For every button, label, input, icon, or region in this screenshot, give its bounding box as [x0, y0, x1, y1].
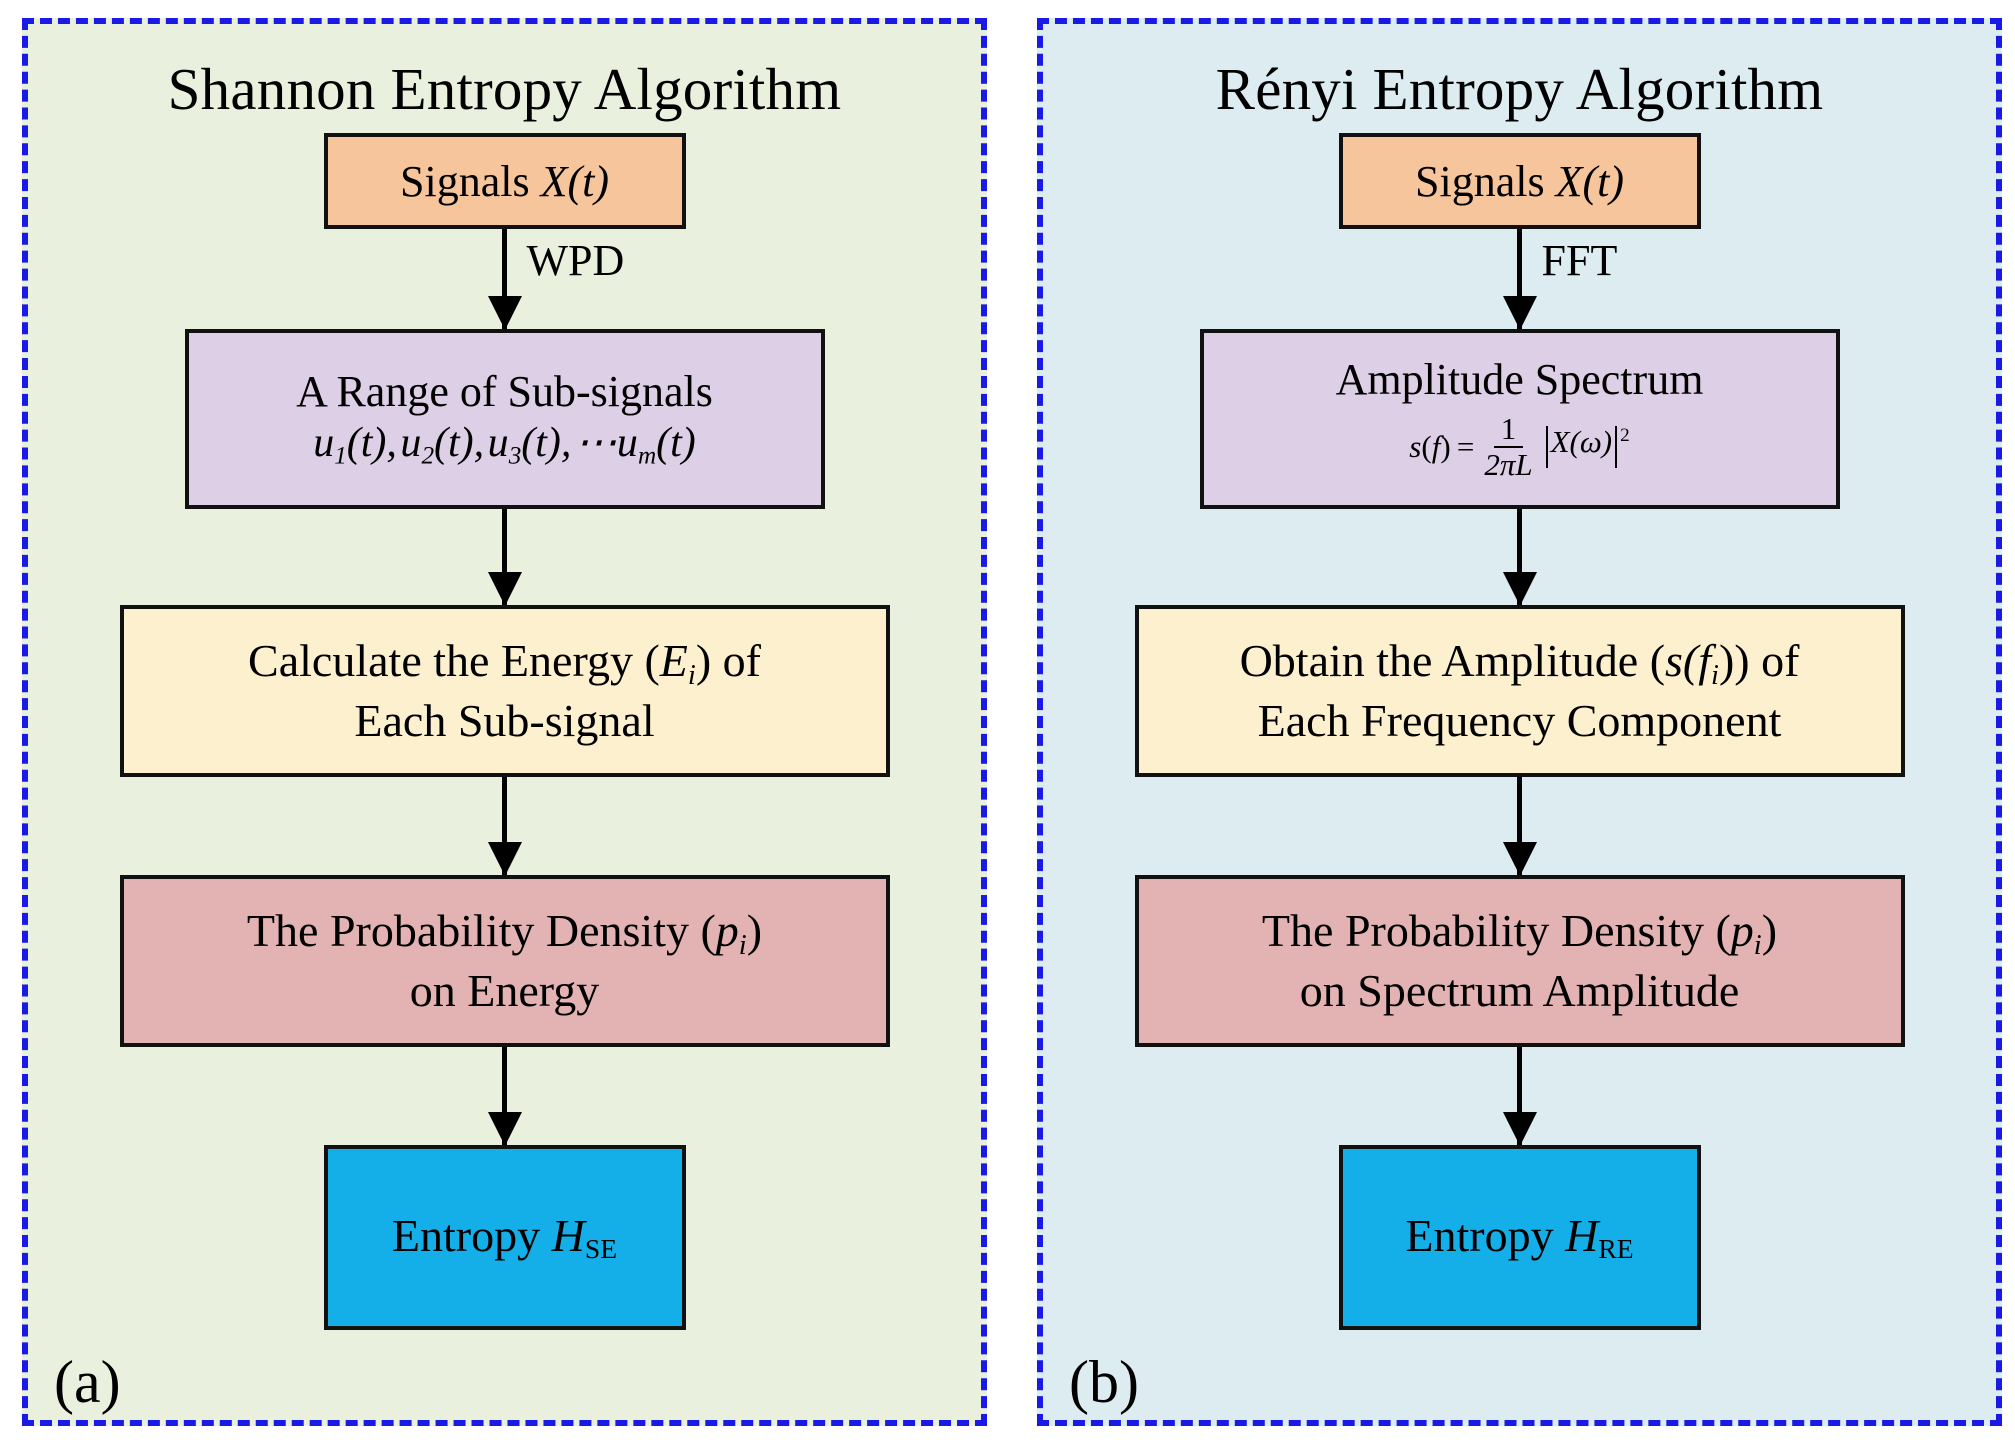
node-signals-shannon: Signals X(t) — [323, 133, 686, 229]
arrow-amplitude-to-probability — [1043, 777, 1996, 876]
edge-label-fft: FFT — [1541, 236, 1618, 285]
arrow-stem — [1517, 777, 1522, 875]
node-probability-density-energy: The Probability Density (pi) on Energy — [119, 875, 890, 1047]
panel-title-renyi: Rényi Entropy Algorithm — [1215, 56, 1824, 122]
arrow-energy-to-probability — [28, 777, 981, 876]
node-entropy-shannon: Entropy HSE — [323, 1145, 686, 1330]
arrow-signals-to-subsignals: WPD — [28, 229, 981, 330]
node-obtain-amplitude: Obtain the Amplitude (s(fi)) of Each Fre… — [1134, 605, 1905, 777]
arrow-head-icon — [1502, 1112, 1537, 1146]
node-calculate-energy-line1: Calculate the Energy (Ei) of — [248, 634, 761, 691]
arrow-stem — [502, 509, 507, 605]
abs-bar-left — [1545, 426, 1548, 469]
node-probability-density-energy-line2: on Energy — [409, 965, 600, 1017]
formula-lhs: s — [1409, 428, 1422, 464]
arrow-head-icon — [1502, 842, 1537, 876]
node-probability-density-energy-line1: The Probability Density (pi) — [246, 904, 763, 961]
flow-renyi: Signals X(t) FFT Amplitude Spectrum s(f)… — [1043, 133, 1996, 1330]
arrow-head-icon — [1502, 572, 1537, 606]
formula-fraction: 1 2πL — [1477, 413, 1539, 481]
flow-shannon: Signals X(t) WPD A Range of Sub-signals … — [28, 133, 981, 1330]
arrow-stem — [502, 777, 507, 875]
node-entropy-renyi: Entropy HRE — [1338, 1145, 1701, 1330]
arrow-stem — [502, 1047, 507, 1145]
arrow-head-icon — [487, 572, 522, 606]
formula-denominator: 2πL — [1484, 447, 1533, 483]
formula-operand: X(ω) — [1550, 424, 1613, 460]
arrow-stem — [502, 229, 507, 329]
node-obtain-amplitude-line2: Each Frequency Component — [1257, 695, 1782, 747]
panel-title-shannon: Shannon Entropy Algorithm — [167, 56, 842, 122]
node-amplitude-spectrum-formula: s(f) = 1 2πL X(ω)2 — [1409, 411, 1630, 483]
node-signals-shannon-label: Signals X(t) — [400, 156, 609, 206]
node-calculate-energy-line2: Each Sub-signal — [354, 695, 655, 747]
node-probability-density-spectrum-line2: on Spectrum Amplitude — [1299, 965, 1740, 1017]
formula-abs-value: X(ω) 2 — [1543, 424, 1630, 469]
node-probability-density-spectrum-line1: The Probability Density (pi) — [1261, 904, 1778, 961]
node-calculate-energy: Calculate the Energy (Ei) of Each Sub-si… — [119, 605, 890, 777]
arrow-head-icon — [487, 1112, 522, 1146]
node-obtain-amplitude-line1: Obtain the Amplitude (s(fi)) of — [1239, 634, 1800, 691]
panel-shannon-entropy: Shannon Entropy Algorithm Signals X(t) W… — [22, 18, 987, 1426]
edge-label-wpd: WPD — [526, 236, 625, 285]
node-sub-signals: A Range of Sub-signals u1(t), u2(t), u3(… — [184, 329, 825, 509]
node-entropy-shannon-label: Entropy HSE — [391, 1210, 618, 1265]
formula-numerator: 1 — [1493, 413, 1524, 449]
arrow-stem — [1517, 229, 1522, 329]
arrow-probability-to-entropy — [28, 1047, 981, 1146]
node-entropy-renyi-label: Entropy HRE — [1405, 1210, 1634, 1265]
arrow-subsignals-to-energy — [28, 509, 981, 606]
node-signals-renyi: Signals X(t) — [1338, 133, 1701, 229]
formula-exponent: 2 — [1620, 425, 1630, 447]
panel-renyi-entropy: Rényi Entropy Algorithm Signals X(t) FFT… — [1037, 18, 2002, 1426]
panel-tag-a: (a) — [54, 1349, 121, 1415]
node-amplitude-spectrum-line1: Amplitude Spectrum — [1335, 354, 1704, 404]
node-probability-density-spectrum: The Probability Density (pi) on Spectrum… — [1134, 875, 1905, 1047]
arrow-stem — [1517, 509, 1522, 605]
arrow-signals-to-spectrum: FFT — [1043, 229, 1996, 330]
node-signals-renyi-label: Signals X(t) — [1415, 156, 1624, 206]
arrow-head-icon — [487, 296, 522, 330]
node-sub-signals-line1: A Range of Sub-signals — [296, 366, 713, 416]
node-sub-signals-formula: u1(t), u2(t), u3(t), ⋯um(t) — [313, 420, 696, 470]
arrow-head-icon — [487, 842, 522, 876]
arrow-stem — [1517, 1047, 1522, 1145]
arrow-head-icon — [1502, 296, 1537, 330]
arrow-spectrum-to-amplitude — [1043, 509, 1996, 606]
node-amplitude-spectrum: Amplitude Spectrum s(f) = 1 2πL X(ω)2 — [1199, 329, 1840, 509]
arrow-probability-to-entropy-renyi — [1043, 1047, 1996, 1146]
abs-bar-right — [1615, 426, 1618, 469]
panel-tag-b: (b) — [1069, 1349, 1139, 1415]
